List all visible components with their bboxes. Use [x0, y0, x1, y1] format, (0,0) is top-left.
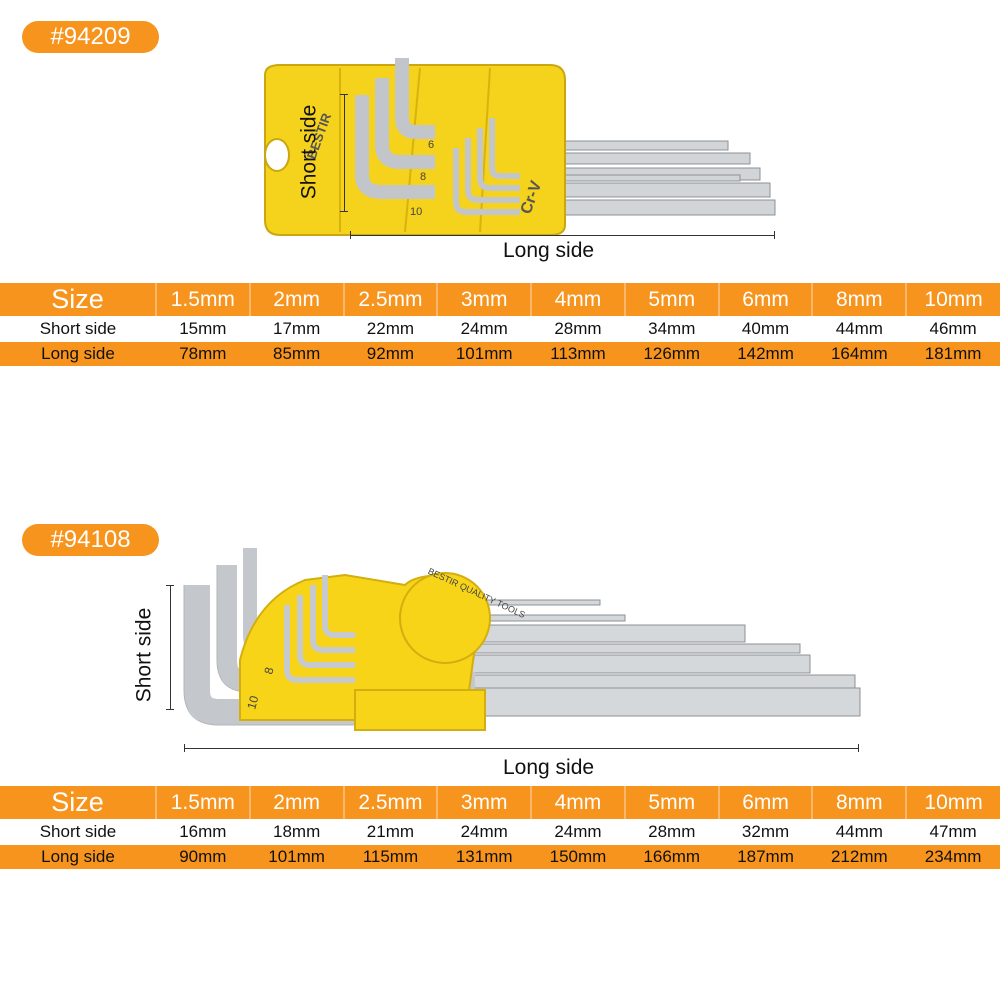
row-label: Long side	[0, 342, 156, 366]
size-cell: 6mm	[717, 283, 813, 316]
value-cell: 101mm	[249, 845, 344, 869]
value-cell: 142mm	[718, 342, 813, 366]
short-side-cap-bottom	[166, 709, 174, 710]
value-cell: 24mm	[531, 819, 625, 845]
value-cell: 24mm	[437, 316, 532, 342]
hex-key-set-94209-image: BESTIR Cr-V 10 8 6	[264, 58, 776, 236]
model-badge-94108: #94108	[22, 524, 159, 556]
value-cell: 34mm	[624, 316, 719, 342]
value-cell: 46mm	[906, 316, 1000, 342]
size-cell: 4mm	[530, 283, 625, 316]
size-mark-8: 8	[420, 171, 426, 183]
value-cell: 78mm	[155, 342, 250, 366]
value-cell: 18mm	[249, 819, 344, 845]
long-side-cap-right	[858, 744, 859, 752]
long-side-row: Long side 78mm 85mm 92mm 101mm 113mm 126…	[0, 342, 1000, 366]
size-cell: 2mm	[248, 786, 344, 819]
size-header-row: Size 1.5mm 2mm 2.5mm 3mm 4mm 5mm 6mm 8mm…	[0, 283, 1000, 316]
size-cell: 6mm	[717, 786, 813, 819]
value-cell: 113mm	[531, 342, 625, 366]
size-mark-8: 8	[261, 665, 276, 675]
row-label: Short side	[0, 819, 156, 845]
value-cell: 115mm	[343, 845, 438, 869]
value-cell: 181mm	[906, 342, 1000, 366]
value-cell: 15mm	[155, 316, 250, 342]
spec-table-94108: Size 1.5mm 2mm 2.5mm 3mm 4mm 5mm 6mm 8mm…	[0, 786, 1000, 869]
value-cell: 17mm	[249, 316, 344, 342]
long-side-cap-right	[774, 231, 775, 239]
short-side-row: Short side 15mm 17mm 22mm 24mm 28mm 34mm…	[0, 316, 1000, 342]
value-cell: 212mm	[812, 845, 907, 869]
value-cell: 126mm	[624, 342, 719, 366]
size-cell: 10mm	[905, 786, 1000, 819]
row-label: Short side	[0, 316, 156, 342]
value-cell: 21mm	[343, 819, 438, 845]
size-cell: 5mm	[623, 283, 719, 316]
size-cell: 2.5mm	[342, 283, 438, 316]
long-side-cap-left	[350, 231, 351, 239]
value-cell: 28mm	[624, 819, 719, 845]
long-side-label-94209: Long side	[503, 239, 595, 262]
long-side-row: Long side 90mm 101mm 115mm 131mm 150mm 1…	[0, 845, 1000, 869]
long-side-cap-left	[184, 744, 185, 752]
short-side-cap-bottom	[340, 211, 348, 212]
short-side-row: Short side 16mm 18mm 21mm 24mm 24mm 28mm…	[0, 819, 1000, 845]
value-cell: 85mm	[249, 342, 344, 366]
value-cell: 28mm	[531, 316, 625, 342]
short-side-indicator-94209	[344, 94, 345, 212]
value-cell: 187mm	[718, 845, 813, 869]
value-cell: 44mm	[812, 819, 907, 845]
size-mark-10: 10	[410, 206, 422, 218]
size-cell: 10mm	[905, 283, 1000, 316]
value-cell: 150mm	[531, 845, 625, 869]
value-cell: 166mm	[624, 845, 719, 869]
size-cell: 1.5mm	[154, 283, 250, 316]
value-cell: 32mm	[718, 819, 813, 845]
spec-table-94209: Size 1.5mm 2mm 2.5mm 3mm 4mm 5mm 6mm 8mm…	[0, 283, 1000, 366]
value-cell: 131mm	[437, 845, 532, 869]
short-side-cap-top	[340, 94, 348, 95]
value-cell: 164mm	[812, 342, 907, 366]
value-cell: 24mm	[437, 819, 532, 845]
value-cell: 44mm	[812, 316, 907, 342]
row-label: Long side	[0, 845, 156, 869]
size-cell: 1.5mm	[154, 786, 250, 819]
long-side-indicator-94209	[350, 235, 775, 236]
short-side-label-94108: Short side	[132, 607, 156, 703]
value-cell: 40mm	[718, 316, 813, 342]
value-cell: 47mm	[906, 819, 1000, 845]
model-badge-94209: #94209	[22, 21, 159, 53]
size-cell: 2.5mm	[342, 786, 438, 819]
size-cell: 2mm	[248, 283, 344, 316]
value-cell: 92mm	[343, 342, 438, 366]
size-cell: 8mm	[811, 283, 907, 316]
value-cell: 234mm	[906, 845, 1000, 869]
size-cell: 3mm	[436, 786, 532, 819]
size-cell: 8mm	[811, 786, 907, 819]
short-side-indicator-94108	[170, 585, 171, 710]
size-header-row: Size 1.5mm 2mm 2.5mm 3mm 4mm 5mm 6mm 8mm…	[0, 786, 1000, 819]
value-cell: 101mm	[437, 342, 532, 366]
size-header-label: Size	[0, 283, 156, 316]
size-cell: 3mm	[436, 283, 532, 316]
hex-key-set-94108-image: BESTIR QUALITY TOOLS 10 8	[183, 548, 861, 731]
size-cell: 4mm	[530, 786, 625, 819]
short-side-cap-top	[166, 585, 174, 586]
value-cell: 90mm	[155, 845, 250, 869]
value-cell: 16mm	[155, 819, 250, 845]
size-header-label: Size	[0, 786, 156, 819]
long-side-indicator-94108	[184, 748, 859, 749]
long-side-label-94108: Long side	[503, 756, 595, 779]
short-side-label-94209: Short side	[297, 104, 321, 200]
size-mark-10: 10	[244, 694, 261, 711]
size-cell: 5mm	[623, 786, 719, 819]
value-cell: 22mm	[343, 316, 438, 342]
size-mark-6: 6	[428, 139, 434, 151]
